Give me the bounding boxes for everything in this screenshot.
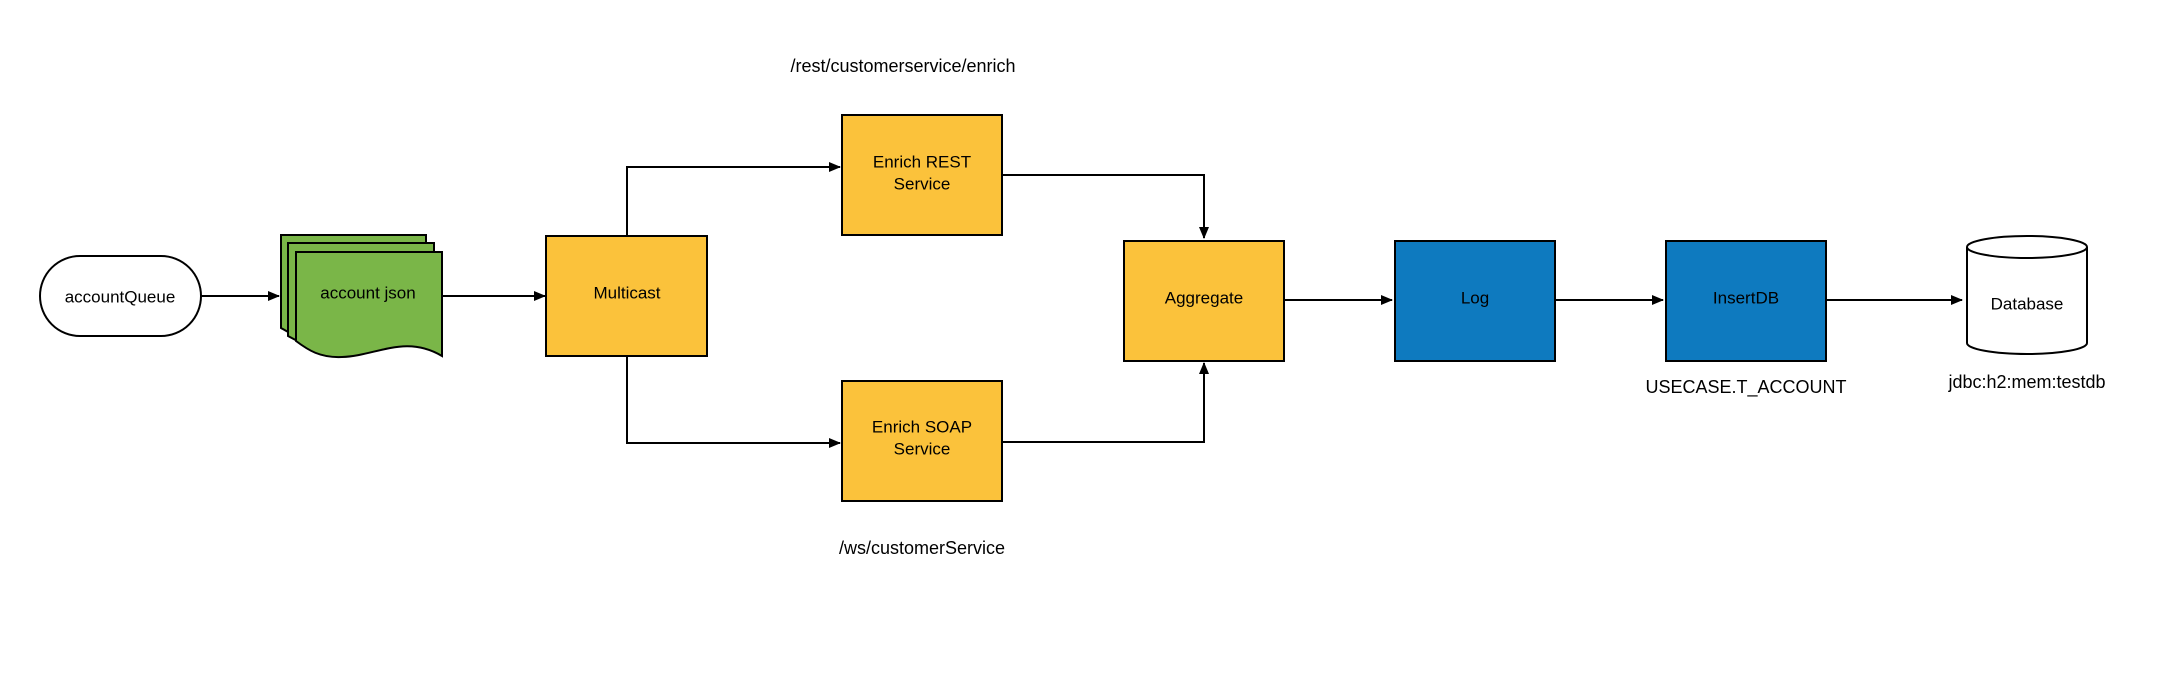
jdbc-url-caption: jdbc:h2:mem:testdb bbox=[1947, 372, 2105, 392]
node-enrich-soap: Enrich SOAP Service bbox=[841, 380, 1003, 502]
enrich-rest-box bbox=[841, 114, 1003, 236]
enrich-soap-box bbox=[841, 380, 1003, 502]
edge-multicast-to-rest bbox=[626, 162, 841, 236]
node-log: Log bbox=[1394, 240, 1556, 362]
soap-endpoint-caption: /ws/customerService bbox=[839, 538, 1005, 558]
database-cylinder-top bbox=[1966, 235, 2088, 259]
node-database: Database bbox=[1966, 235, 2088, 355]
terminator-shape bbox=[39, 255, 202, 337]
aggregate-box bbox=[1123, 240, 1285, 362]
edge-multicast-to-soap bbox=[626, 356, 841, 448]
aggregate-label: Aggregate bbox=[1165, 288, 1243, 307]
node-multicast: Multicast bbox=[545, 235, 708, 357]
document-front-sheet bbox=[295, 251, 443, 359]
insert-db-label: InsertDB bbox=[1713, 288, 1779, 307]
account-json-label: account json bbox=[320, 283, 415, 302]
log-box bbox=[1394, 240, 1556, 362]
database-cylinder-body bbox=[1966, 247, 2088, 355]
node-account-json: account json bbox=[280, 234, 443, 359]
edge-soap-to-aggregate bbox=[1002, 362, 1209, 443]
database-label: Database bbox=[1991, 294, 2064, 313]
node-insert-db: InsertDB bbox=[1665, 240, 1827, 362]
node-aggregate: Aggregate bbox=[1123, 240, 1285, 362]
enrich-rest-label-line1: Enrich REST bbox=[873, 152, 971, 171]
multicast-label: Multicast bbox=[593, 283, 660, 302]
enrich-soap-label-line2: Service bbox=[894, 439, 951, 458]
edges bbox=[201, 162, 1963, 448]
multicast-box bbox=[545, 235, 708, 357]
enrich-rest-label-line2: Service bbox=[894, 174, 951, 193]
insert-db-box bbox=[1665, 240, 1827, 362]
rest-endpoint-caption: /rest/customerservice/enrich bbox=[790, 56, 1015, 76]
edge-rest-to-aggregate bbox=[1002, 174, 1209, 239]
node-account-queue: accountQueue bbox=[39, 255, 202, 337]
log-label: Log bbox=[1461, 288, 1489, 307]
account-queue-label: accountQueue bbox=[65, 287, 176, 306]
enrich-soap-label-line1: Enrich SOAP bbox=[872, 417, 972, 436]
table-name-caption: USECASE.T_ACCOUNT bbox=[1645, 377, 1846, 398]
node-enrich-rest: Enrich REST Service bbox=[841, 114, 1003, 236]
